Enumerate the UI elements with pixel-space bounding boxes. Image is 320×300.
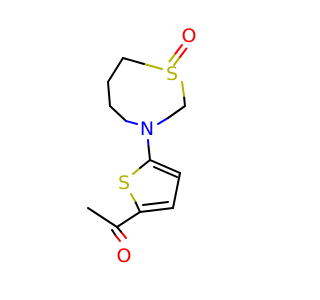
bond-n-thiophene bbox=[147, 139, 150, 147]
atom-ring-nitrogen: N bbox=[140, 118, 154, 140]
atom-sulfoxide-oxygen: O bbox=[182, 25, 197, 47]
structure-diagram: O S N S O bbox=[87, 25, 197, 267]
bond-sulfoxide-double bbox=[168, 44, 188, 66]
atom-aldehyde-oxygen: O bbox=[117, 245, 132, 267]
atom-ring-sulfur: S bbox=[166, 63, 178, 85]
thiophene-ring-bonds bbox=[130, 159, 181, 213]
thiazepane-ring-bonds bbox=[107, 57, 186, 125]
bond-thiophene-aldehyde bbox=[116, 211, 141, 228]
atom-thiophene-sulfur: S bbox=[118, 172, 130, 194]
bond-n-thiophene-c bbox=[147, 145, 151, 161]
bond-aldehyde-double bbox=[87, 207, 127, 242]
